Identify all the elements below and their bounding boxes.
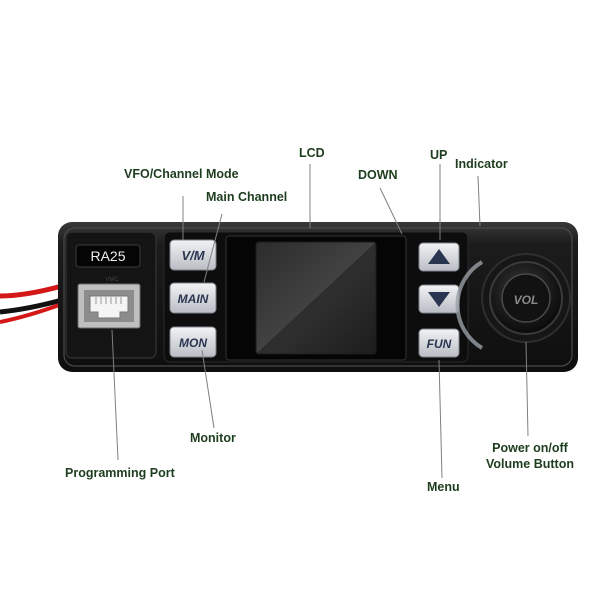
label-up: UP [430, 148, 448, 162]
main-button[interactable]: MAIN [169, 282, 217, 314]
label-power-line2: Volume Button [486, 457, 574, 471]
volume-knob[interactable]: VOL [481, 253, 571, 343]
label-down: DOWN [358, 168, 398, 182]
label-programming-port: Programming Port [65, 466, 175, 480]
programming-port-jack[interactable] [77, 283, 141, 329]
lcd-screen [225, 235, 407, 361]
svg-text:V/M: V/M [181, 248, 205, 263]
svg-text:FUN: FUN [427, 337, 452, 351]
fun-button[interactable]: FUN [418, 328, 460, 358]
label-power-volume: Power on/off Volume Button [480, 441, 580, 471]
svg-text:MAIN: MAIN [178, 292, 209, 306]
up-button[interactable] [418, 242, 460, 272]
label-main-channel: Main Channel [206, 190, 288, 204]
label-menu: Menu [427, 480, 460, 494]
power-cable [0, 283, 63, 324]
label-lcd: LCD [299, 146, 325, 160]
down-button[interactable] [418, 284, 460, 314]
model-label: RA25 [90, 248, 125, 264]
model-badge [75, 244, 141, 268]
callout-lines [111, 164, 529, 479]
arrow-down-icon [428, 292, 450, 307]
arrow-up-icon [428, 249, 450, 264]
indicator-ring [455, 260, 484, 350]
label-vfo-mode: VFO/Channel Mode [124, 167, 239, 181]
label-power-line1: Power on/off [492, 441, 568, 455]
vol-label: VOL [514, 293, 539, 307]
label-monitor: Monitor [190, 431, 236, 445]
svg-text:MON: MON [179, 336, 207, 350]
vm-button[interactable]: V/M [169, 239, 217, 271]
label-indicator: Indicator [455, 157, 508, 171]
mon-button[interactable]: MON [169, 326, 217, 358]
port-caption: VMC [105, 277, 119, 283]
